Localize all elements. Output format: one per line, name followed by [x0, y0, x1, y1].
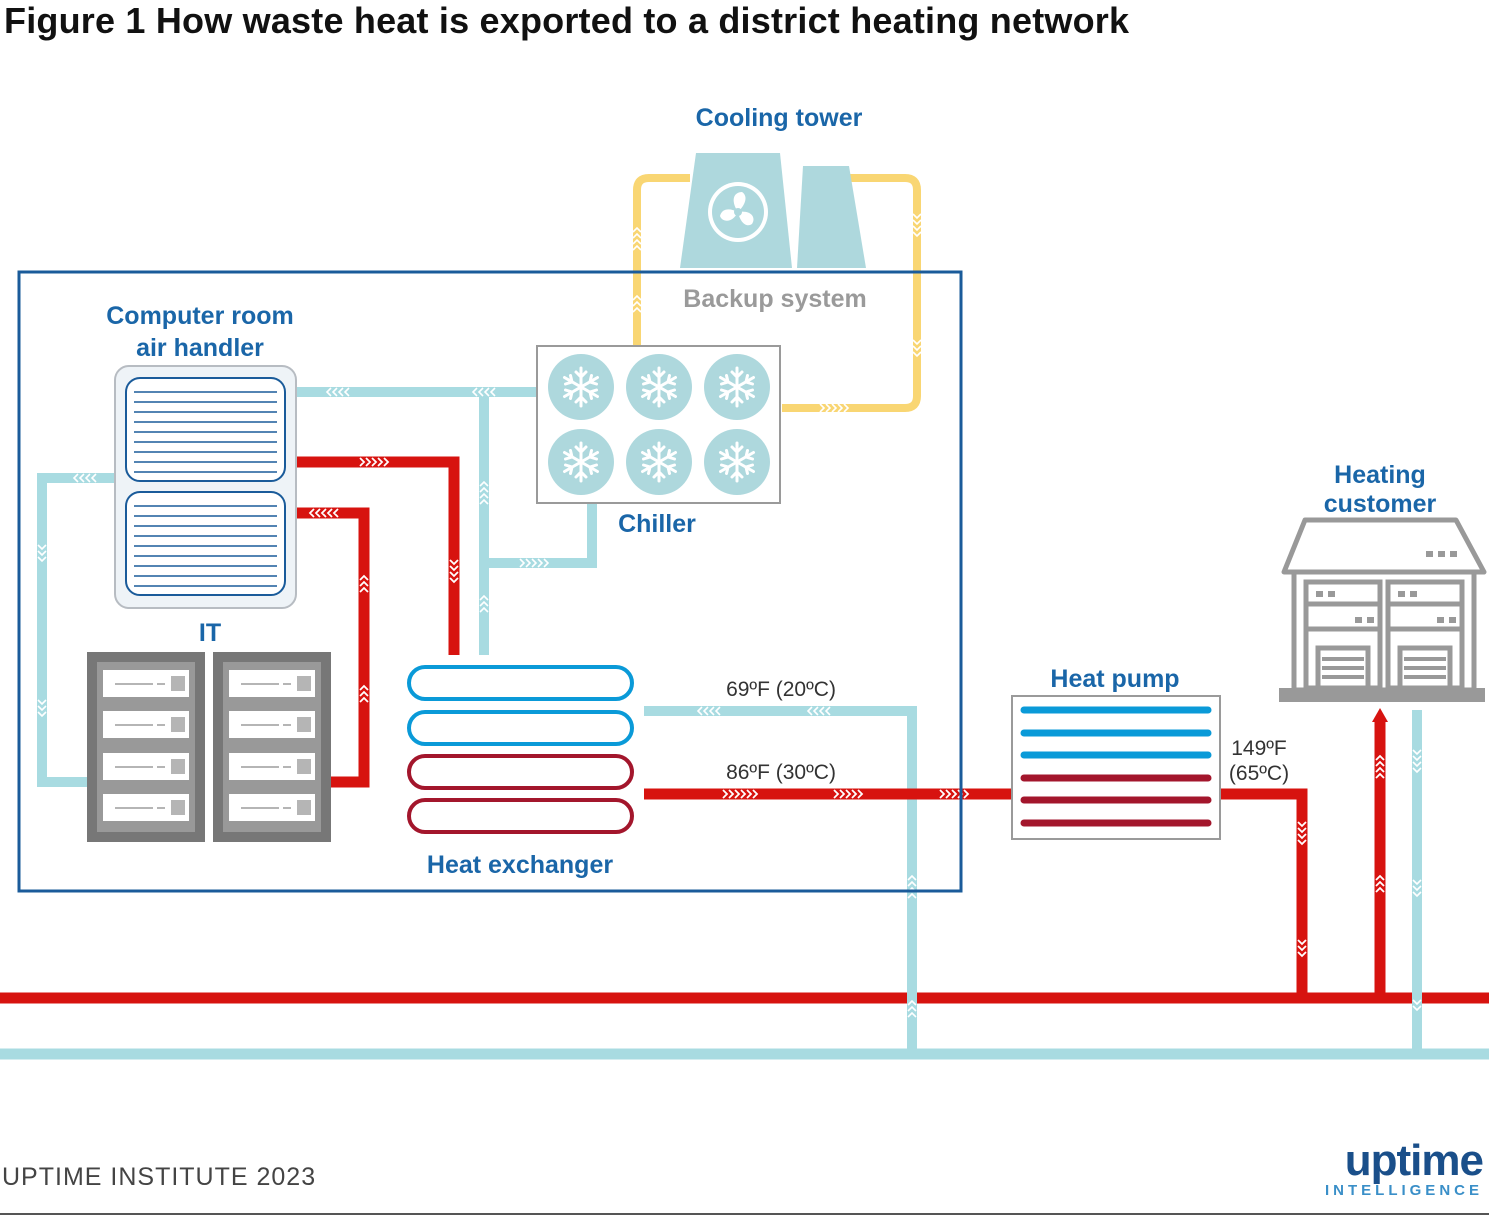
- logo-wordmark: uptime: [1344, 1136, 1484, 1185]
- heating-customer-label-line2: customer: [1324, 490, 1437, 518]
- backup-system-label: Backup system: [683, 285, 866, 313]
- server-rack-icon: [87, 652, 331, 842]
- pump-output-temperature-c: (65ºC): [1229, 762, 1289, 785]
- backup-cooling-loop: [633, 174, 921, 412]
- hot-water-pipes: [297, 456, 1386, 998]
- source-credit: UPTIME INSTITUTE 2023: [2, 1163, 317, 1191]
- figure-title: Figure 1 How waste heat is exported to a…: [4, 0, 1130, 41]
- heat-pump-label: Heat pump: [1050, 665, 1179, 693]
- supply-arrow-head: [1372, 708, 1388, 722]
- bottom-divider: [0, 1213, 1489, 1215]
- heating-customer-label-line1: Heating: [1334, 461, 1426, 489]
- data-center-boundary: [17, 270, 963, 893]
- fan-icon: [708, 182, 768, 242]
- pump-output-temperature-f: 149ºF: [1231, 737, 1287, 760]
- crah-label-line1: Computer room: [106, 302, 294, 330]
- crah-unit: [114, 365, 297, 609]
- return-temperature-label: 69ºF (20ºC): [726, 678, 836, 701]
- heat-pump-unit: [1011, 695, 1221, 840]
- uptime-logo: uptime INTELLIGENCE: [1324, 1136, 1484, 1200]
- cooling-tower: [680, 153, 866, 268]
- snowflake-icon: [548, 354, 770, 495]
- flow-chevrons: [37, 387, 1422, 1018]
- house-icon: [1279, 517, 1487, 702]
- chiller-label: Chiller: [618, 510, 696, 538]
- cooling-tower-label: Cooling tower: [696, 104, 863, 132]
- heat-exchanger-coil-icon: [407, 665, 634, 834]
- it-label: IT: [199, 619, 221, 647]
- cold-water-pipes: [37, 387, 1422, 1054]
- supply-temperature-label: 86ºF (30ºC): [726, 761, 836, 784]
- heat-exchanger-label: Heat exchanger: [427, 851, 613, 879]
- chiller-unit: [536, 345, 781, 504]
- crah-label-line2: air handler: [136, 334, 264, 362]
- logo-subtitle: INTELLIGENCE: [1324, 1182, 1483, 1199]
